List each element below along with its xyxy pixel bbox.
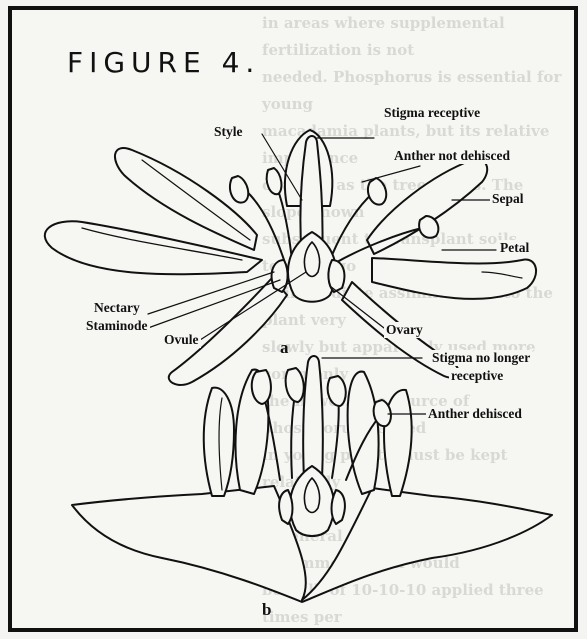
label-stigma-receptive: Stigma receptive: [382, 105, 482, 121]
label-sepal: Sepal: [490, 191, 526, 207]
sublabel-b: b: [262, 600, 271, 620]
label-nectary: Nectary: [92, 300, 142, 316]
sublabel-a: a: [280, 338, 289, 358]
label-ovule: Ovule: [162, 332, 201, 348]
label-staminode: Staminode: [84, 318, 150, 334]
figure-title: FIGURE 4.: [67, 46, 260, 79]
flower-a-drawing: [45, 130, 536, 385]
label-style: Style: [212, 124, 245, 140]
label-anther-dehisced: Anther dehisced: [426, 406, 524, 422]
label-ovary: Ovary: [384, 322, 425, 338]
label-anther-not-dehisced: Anther not dehisced: [392, 148, 512, 164]
flower-b-drawing: [72, 356, 552, 602]
label-petal: Petal: [498, 240, 531, 256]
figure-frame: in areas where supplemental fertilizatio…: [8, 6, 578, 632]
label-stigma-no-longer: Stigma no longer: [430, 350, 532, 366]
label-receptive: receptive: [449, 368, 505, 384]
